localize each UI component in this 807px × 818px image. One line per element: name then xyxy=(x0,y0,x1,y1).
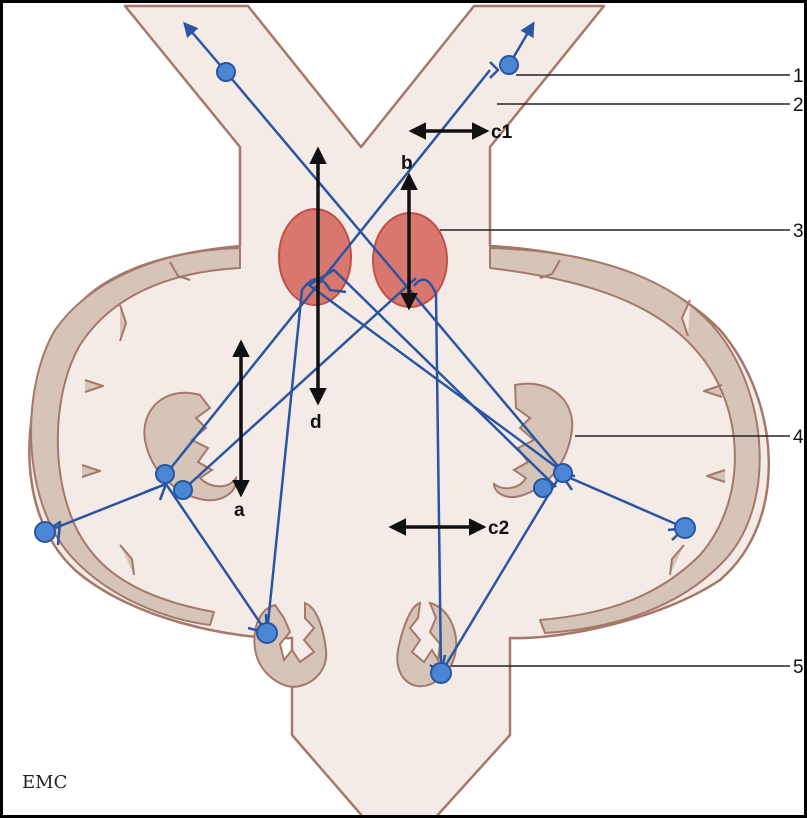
neuron-left-cortex xyxy=(35,522,55,542)
emc-logo: EMC xyxy=(22,772,67,793)
label-c2: c2 xyxy=(488,518,509,539)
neuron-left-lower xyxy=(257,623,277,643)
callout-1: 1 xyxy=(793,66,804,87)
neuron-top-right xyxy=(500,56,518,74)
neuron-left-dentate-1 xyxy=(156,465,174,483)
callout-5: 5 xyxy=(793,657,804,678)
callout-3: 3 xyxy=(793,221,804,242)
label-a: a xyxy=(234,500,245,521)
label-c1: c1 xyxy=(491,122,513,143)
neuron-top-left xyxy=(217,63,235,81)
neuron-right-lower xyxy=(431,663,451,683)
callout-2: 2 xyxy=(793,95,804,116)
callout-4: 4 xyxy=(793,427,804,448)
label-d: d xyxy=(310,412,322,433)
neuron-right-dentate-1 xyxy=(554,464,572,482)
neuron-left-dentate-2 xyxy=(174,481,192,499)
brainstem-tissue xyxy=(29,6,768,818)
neuron-right-dentate-2 xyxy=(534,479,552,497)
neuron-right-cortex xyxy=(675,518,695,538)
label-b: b xyxy=(401,153,413,174)
